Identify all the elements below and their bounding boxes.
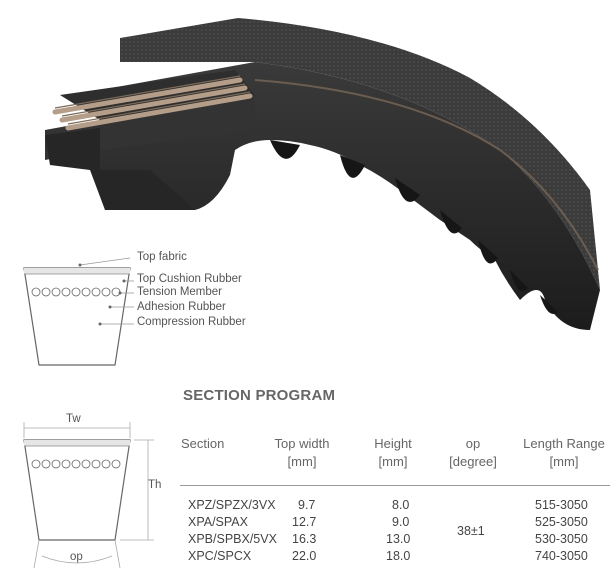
label-top-fabric: Top fabric	[137, 251, 187, 263]
label-adhesion-rubber: Adhesion Rubber	[137, 301, 226, 313]
cell-length: 515-3050	[535, 498, 588, 512]
section-program-title: SECTION PROGRAM	[183, 387, 336, 404]
header-length-unit: [mm]	[549, 454, 579, 469]
dim-op: op	[70, 551, 83, 563]
cell-section: XPA/SPAX	[188, 515, 248, 529]
label-compression-rubber: Compression Rubber	[137, 316, 246, 328]
header-op-label: op	[465, 436, 481, 451]
dim-th: Th	[148, 479, 162, 491]
cell-top-width: 22.0	[292, 549, 317, 563]
header-height: Height [mm]	[358, 435, 428, 471]
cell-top-width: 12.7	[292, 515, 317, 529]
cell-height: 8.0	[392, 498, 410, 512]
cell-section: XPB/SPBX/5VX	[188, 532, 277, 546]
label-tension-member: Tension Member	[137, 286, 223, 298]
header-top-width-unit: [mm]	[287, 454, 317, 469]
header-section-label: Section	[181, 436, 225, 451]
cell-height: 18.0	[386, 549, 411, 563]
cogged-v-belt-illustration	[45, 18, 600, 330]
cell-section: XPZ/SPZX/3VX	[188, 498, 276, 512]
header-section: Section	[181, 435, 224, 453]
header-length-label: Length Range	[523, 436, 605, 451]
cell-length: 530-3050	[535, 532, 588, 546]
cell-top-width: 9.7	[298, 498, 316, 512]
header-top-width: Top width [mm]	[262, 435, 342, 471]
header-length-range: Length Range [mm]	[514, 435, 614, 471]
cell-top-width: 16.3	[292, 532, 317, 546]
header-top-width-label: Top width	[274, 436, 330, 451]
header-op: op [degree]	[438, 435, 508, 471]
header-height-unit: [mm]	[378, 454, 408, 469]
label-top-cushion-rubber: Top Cushion Rubber	[137, 273, 242, 285]
cell-height: 13.0	[386, 532, 411, 546]
cell-length: 740-3050	[535, 549, 588, 563]
header-op-unit: [degree]	[449, 454, 497, 469]
cell-height: 9.0	[392, 515, 410, 529]
cell-section: XPC/SPCX	[188, 549, 252, 563]
cell-length: 525-3050	[535, 515, 588, 529]
table-divider	[180, 485, 610, 486]
dim-tw: Tw	[66, 413, 81, 425]
cell-op-value: 38±1	[457, 524, 485, 538]
header-height-label: Height	[374, 436, 412, 451]
